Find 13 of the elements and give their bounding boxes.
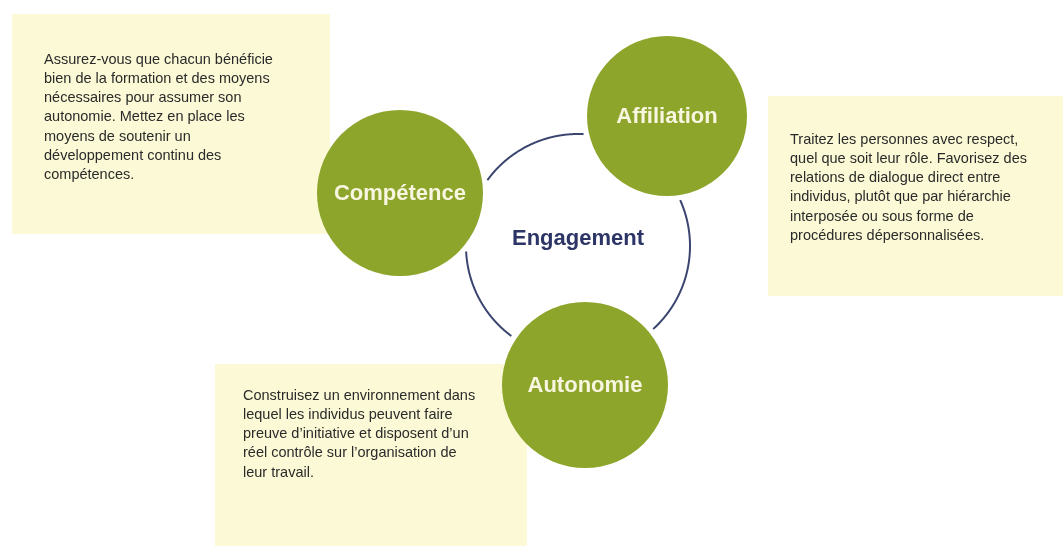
description-text: Construisez un environnement dans lequel les individus peuvent faire preuve d’initiative et disposent d’un réel contrôle sur l’organisation de leur travail. [243,386,477,482]
description-text: Assurez-vous que chacun bénéficie bien de la formation et des moyens nécessaires pour assumer son autonomie. Mettez en place les moyens de soutenir un développement continu des compétences. [44,50,274,184]
connector-arc [652,199,691,331]
text-panel [12,14,330,234]
circle-label: Compétence [333,180,466,206]
circle-label: Affiliation [616,103,718,129]
connector-arc [465,250,513,337]
center-label: Engagement [512,225,645,251]
text-panel [768,96,1063,296]
circle-label: Autonomie [527,372,643,398]
description-text: Traitez les personnes avec respect, quel que soit leur rôle. Favorisez des relations de dialogue direct entre individus, plutôt que par hiérarchie interposée ou sous forme de procédures dépersonnalisées. [790,130,1028,245]
text-panel [215,364,527,546]
connector-arc [486,133,585,182]
